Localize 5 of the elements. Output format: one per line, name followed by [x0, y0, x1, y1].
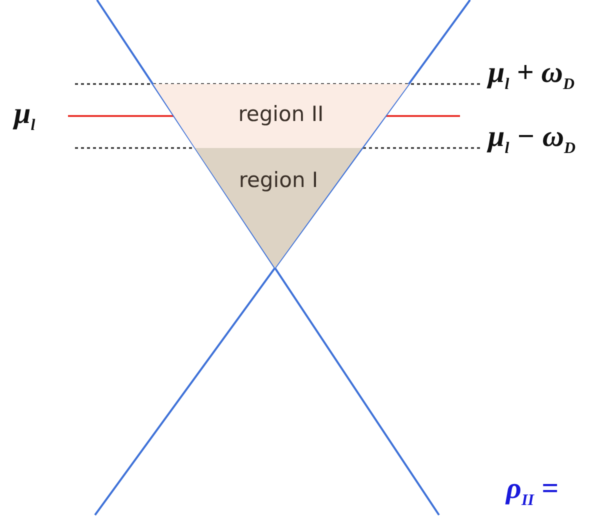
level-label: μ$_{l}$ − ω$_{D}$	[488, 122, 576, 157]
level-label: μ$_{l}$ + ω$_{D}$	[488, 58, 574, 93]
region-label: region I	[238, 168, 318, 192]
equation-text: ρ$_{II}$ =	[506, 474, 559, 509]
level-label: μ$_{l}$	[14, 99, 36, 134]
